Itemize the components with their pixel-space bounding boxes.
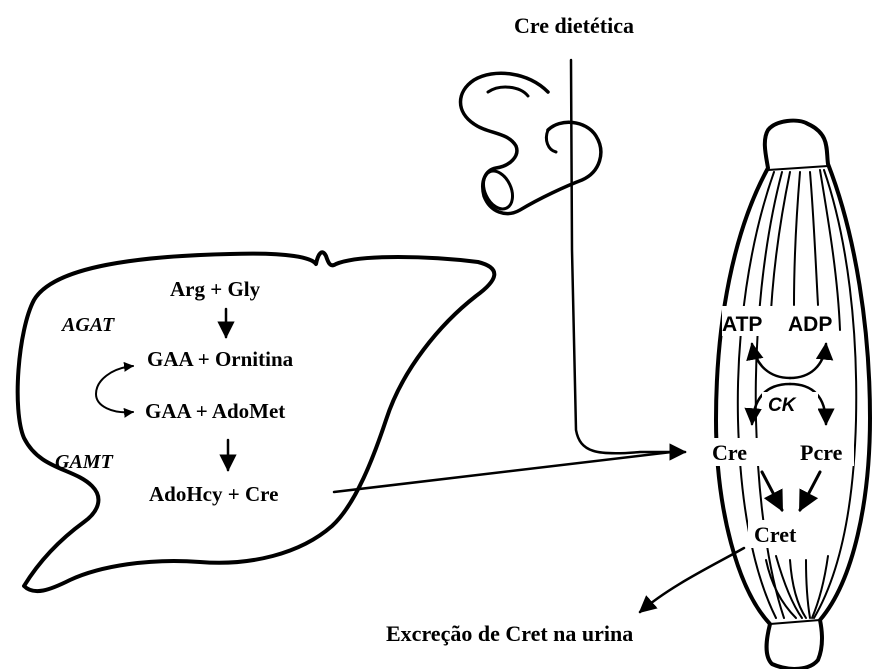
- liver-creatine-line: [334, 451, 680, 492]
- atp-label: ATP: [722, 313, 762, 336]
- arrow-ck-adp: [790, 344, 826, 378]
- intestine-icon: [461, 73, 601, 213]
- ck-label: CK: [768, 395, 797, 416]
- reaction-arg-gly: Arg + Gly: [170, 277, 261, 301]
- dietary-creatine-line: [571, 60, 685, 453]
- arrow-cre-cret: [762, 472, 782, 510]
- adp-label: ADP: [788, 313, 832, 336]
- title-label: Cre dietética: [514, 13, 634, 38]
- cret-label: Cret: [754, 522, 797, 547]
- arrow-excretion: [640, 548, 744, 612]
- enzyme-gamt: GAMT: [55, 451, 114, 473]
- pcre-label: Pcre: [800, 440, 843, 465]
- excretion-label: Excreção de Cret na urina: [386, 621, 633, 646]
- cre-label: Cre: [712, 440, 747, 465]
- product-adohcy-cre: AdoHcy + Cre: [149, 482, 278, 506]
- arrow-pcre-cret: [800, 472, 820, 510]
- enzyme-agat: AGAT: [60, 314, 115, 336]
- product-gaa-ornitina: GAA + Ornitina: [147, 347, 294, 371]
- reaction-gaa-adomet: GAA + AdoMet: [145, 399, 285, 423]
- arrow-cycle: [96, 366, 133, 412]
